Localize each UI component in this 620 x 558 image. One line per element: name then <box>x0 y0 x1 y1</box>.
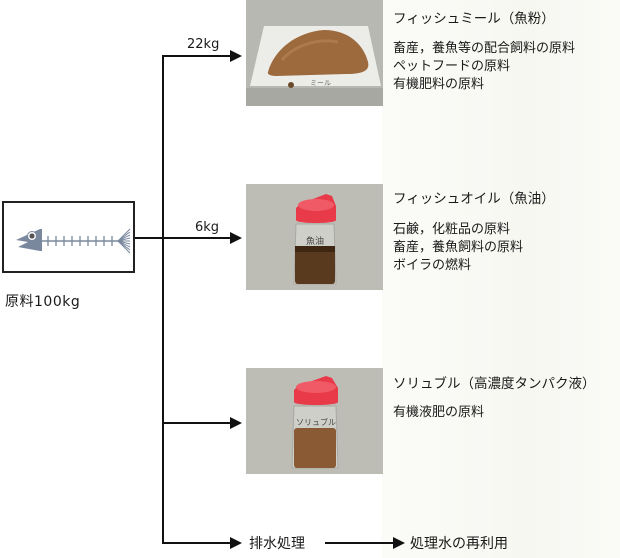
fish-bone-icon <box>16 228 131 254</box>
fish-meal-photo-caption: ミール <box>310 79 331 87</box>
soluble-photo: ソリュブル <box>246 368 383 474</box>
arrow-oil <box>230 232 242 244</box>
source-box <box>2 201 135 273</box>
quantity-meal: 22kg <box>187 37 220 52</box>
use-item: 畜産，養魚飼料の原料 <box>393 240 524 255</box>
use-item: 石鹸，化粧品の原料 <box>393 222 511 237</box>
arrow-reuse <box>393 537 405 549</box>
use-item: ボイラの燃料 <box>393 258 472 273</box>
source-connector <box>135 237 163 239</box>
use-item: 畜産，養魚等の配合飼料の原料 <box>393 41 576 56</box>
soluble-photo-caption: ソリュブル <box>296 417 336 427</box>
use-item: 有機肥料の原料 <box>393 77 485 92</box>
use-item: 有機液肥の原料 <box>393 405 485 420</box>
water-reuse-label: 処理水の再利用 <box>410 536 508 552</box>
branch-line-meal <box>162 55 230 57</box>
fish-meal-uses: 畜産，養魚等の配合飼料の原料 ペットフードの原料 有機肥料の原料 <box>393 40 575 94</box>
branch-line-oil <box>162 237 230 239</box>
fish-oil-photo-caption: 魚油 <box>306 235 324 247</box>
branch-line-wastewater <box>162 542 230 544</box>
fish-meal-photo: ミール <box>246 0 383 106</box>
fish-meal-title: フィッシュミール（魚粉） <box>393 11 555 27</box>
quantity-oil: 6kg <box>195 220 220 235</box>
soluble-uses: 有機液肥の原料 <box>393 404 484 422</box>
fish-oil-title: フィッシュオイル（魚油） <box>393 191 555 207</box>
source-label: 原料100kg <box>5 294 81 310</box>
trunk-line <box>162 55 164 544</box>
wastewater-treatment-label: 排水処理 <box>249 536 305 552</box>
fish-oil-uses: 石鹸，化粧品の原料 畜産，養魚飼料の原料 ボイラの燃料 <box>393 221 523 275</box>
right-panel-background <box>382 0 620 558</box>
arrow-wastewater <box>230 537 242 549</box>
soluble-title: ソリュブル（高濃度タンパク液） <box>393 376 596 392</box>
branch-line-soluble <box>162 422 230 424</box>
arrow-line-reuse <box>325 542 393 544</box>
fish-oil-photo: 魚油 <box>246 184 383 290</box>
arrow-soluble <box>230 417 242 429</box>
use-item: ペットフードの原料 <box>393 59 511 74</box>
arrow-meal <box>230 50 242 62</box>
